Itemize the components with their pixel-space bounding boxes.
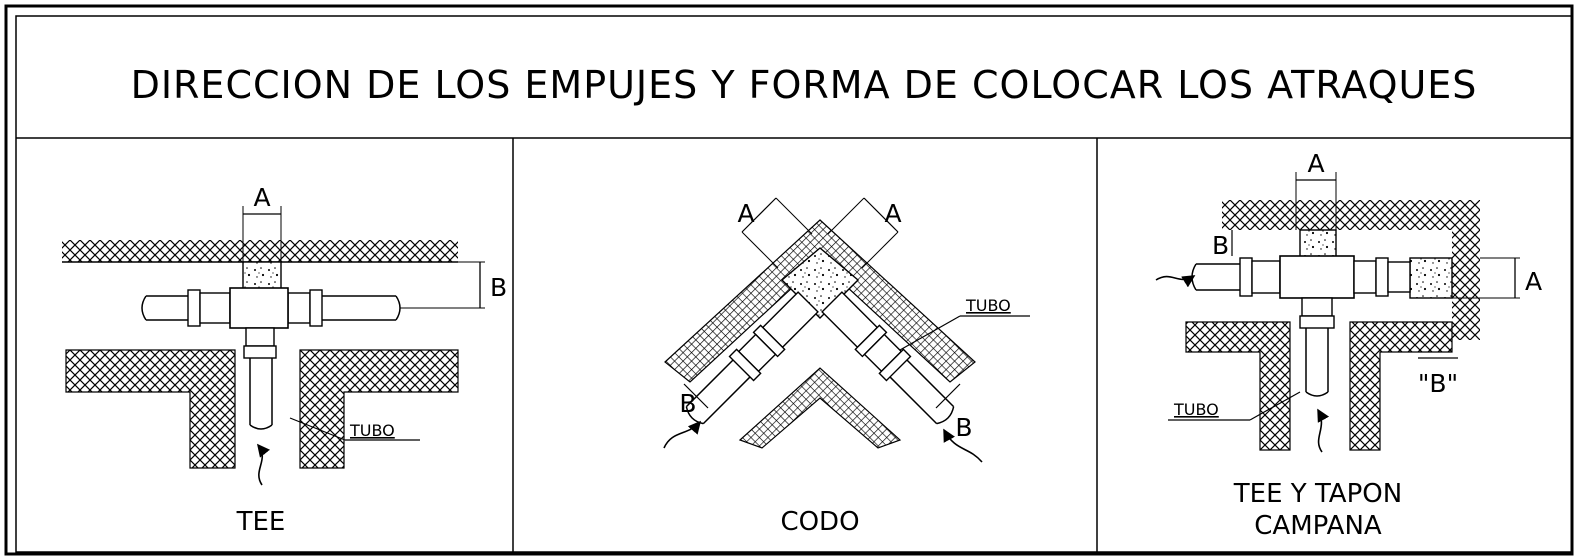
soil-lower-right [1349,321,1453,451]
panel-caption-line1: TEE Y TAPON [1233,479,1402,509]
dim-label-b-left: B [679,389,696,418]
thrust-arrow-left [1155,275,1196,288]
dim-label-b: B [1212,231,1229,260]
thrust-arrow-bottom [1317,408,1330,453]
thrust-arrow-left [663,420,702,449]
panel-tee: A B TUBO TEE [62,183,507,537]
pipe-branch [249,358,273,430]
soil-inner-chevron [738,367,902,449]
soil-lower-left [1185,321,1291,451]
panel-caption-line2: CAMPANA [1254,511,1382,541]
soil-top [1222,200,1474,230]
pipe-label: TUBO [965,296,1011,315]
soil-lower-left [65,349,236,469]
panel-caption: CODO [780,507,859,537]
soil-lower-right [299,349,459,469]
dim-label-a-left: A [737,199,754,228]
panel-codo: A A B B TUBO CODO [663,197,1030,537]
panel-caption: TEE [236,507,286,537]
dim-label-a-top: A [1307,149,1324,178]
dim-label-a-right: A [1525,267,1542,296]
end-cap [1387,261,1411,293]
panel-tee-tapon: A B A "B" TUBO TEE Y TAPON CAMPANA [1155,149,1542,541]
thrust-arrow-right [943,428,983,463]
pipe-branch [1305,328,1329,397]
soil-right [1452,200,1480,340]
tee-fitting [229,287,289,329]
dim-label-b-right: B [955,413,972,442]
pipe-horizontal [1191,263,1240,291]
inner-border [15,15,1573,553]
dim-label-b-quoted: "B" [1418,369,1458,398]
soil-top [62,240,458,262]
tee-fitting [1279,255,1355,299]
dim-label-a: A [253,183,270,212]
thrust-block-end [1409,257,1453,299]
drawing-title: DIRECCION DE LOS EMPUJES Y FORMA DE COLO… [131,63,1478,107]
pipe-label: TUBO [1173,400,1219,419]
dim-label-b: B [490,273,507,302]
dim-label-a-right: A [884,199,901,228]
pipe-label: TUBO [349,421,395,440]
thrust-arrow [257,443,270,486]
